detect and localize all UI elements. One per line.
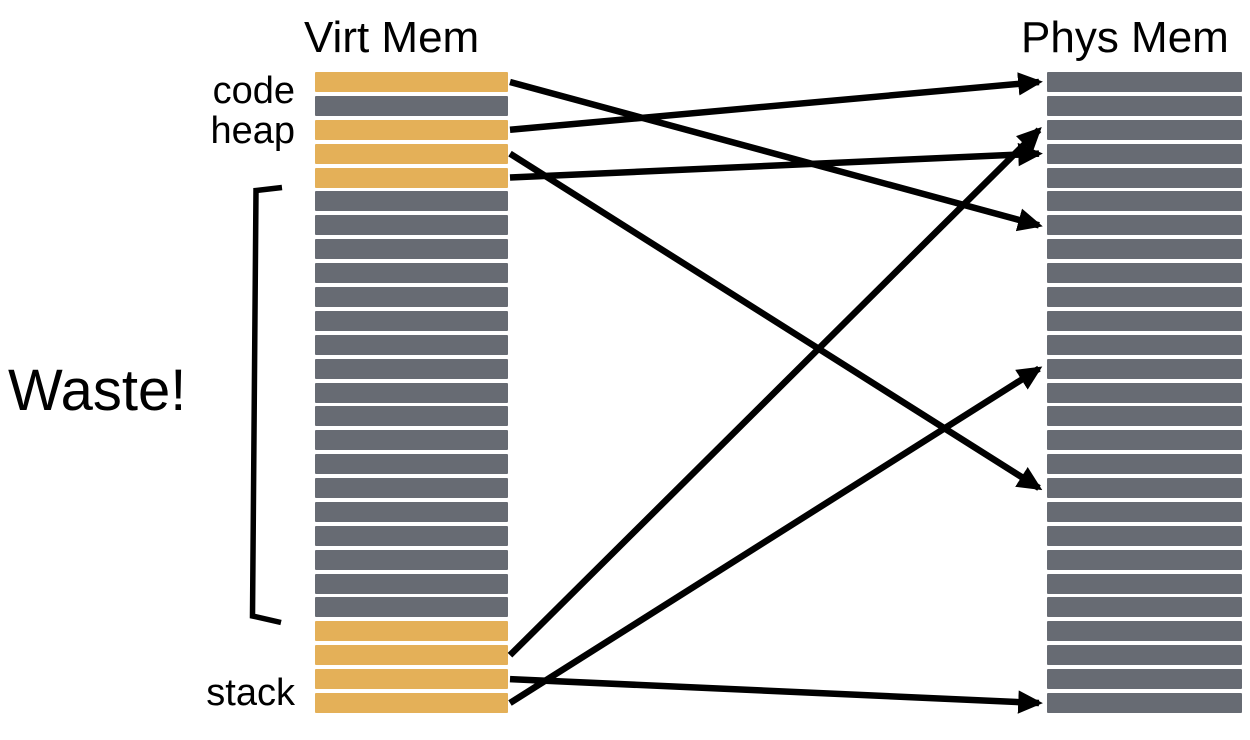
virt-page-3 (315, 143, 508, 164)
mapping-arrow-virt2-phys0 (509, 72, 1043, 134)
phys-page-24 (1047, 645, 1242, 666)
phys-page-0 (1047, 72, 1242, 92)
virt-page-12 (315, 358, 508, 379)
mapping-arrow-virt0-phys6 (509, 78, 1043, 232)
phys-mem-column (1047, 0, 1242, 740)
virt-page-22 (315, 597, 508, 618)
mapping-arrow-virt4-phys3 (509, 142, 1043, 181)
waste-bracket (249, 184, 283, 626)
waste-label: Waste! (8, 358, 187, 423)
phys-page-21 (1047, 573, 1242, 594)
virt-page-7 (315, 239, 508, 260)
virt-page-14 (315, 406, 508, 427)
heap-region-label: heap (210, 110, 295, 152)
phys-page-8 (1047, 263, 1242, 284)
virt-page-24 (315, 645, 508, 666)
virt-page-23 (315, 621, 508, 642)
phys-page-1 (1047, 95, 1242, 116)
phys-page-4 (1047, 167, 1242, 188)
virt-page-4 (315, 167, 508, 188)
stack-region-label: stack (206, 672, 295, 714)
phys-page-5 (1047, 191, 1242, 212)
phys-page-12 (1047, 358, 1242, 379)
virt-page-5 (315, 191, 508, 212)
phys-page-11 (1047, 334, 1242, 355)
phys-page-22 (1047, 597, 1242, 618)
phys-page-20 (1047, 549, 1242, 570)
virt-mem-column (315, 0, 508, 740)
phys-page-10 (1047, 310, 1242, 331)
virt-page-1 (315, 95, 508, 116)
virt-page-25 (315, 669, 508, 690)
virt-page-6 (315, 215, 508, 236)
phys-page-23 (1047, 621, 1242, 642)
virt-page-15 (315, 430, 508, 451)
phys-page-2 (1047, 119, 1242, 140)
virt-page-17 (315, 478, 508, 499)
mapping-arrow-virt25-phys26 (509, 675, 1043, 714)
virt-page-13 (315, 382, 508, 403)
virt-page-18 (315, 501, 508, 522)
virt-page-9 (315, 286, 508, 307)
phys-page-25 (1047, 669, 1242, 690)
mapping-arrow-virt24-phys2 (507, 127, 1042, 658)
phys-page-26 (1047, 693, 1242, 713)
phys-page-6 (1047, 215, 1242, 236)
phys-mem-title: Phys Mem (1021, 13, 1229, 62)
virt-page-2 (315, 119, 508, 140)
virt-mem-title: Virt Mem (304, 13, 480, 62)
virt-page-20 (315, 549, 508, 570)
virt-page-0 (315, 72, 508, 92)
phys-page-17 (1047, 478, 1242, 499)
virt-page-10 (315, 310, 508, 331)
virt-page-11 (315, 334, 508, 355)
phys-page-19 (1047, 525, 1242, 546)
phys-page-13 (1047, 382, 1242, 403)
virt-page-21 (315, 573, 508, 594)
phys-page-14 (1047, 406, 1242, 427)
phys-page-7 (1047, 239, 1242, 260)
phys-page-16 (1047, 454, 1242, 475)
virt-page-8 (315, 263, 508, 284)
mapping-arrow-virt26-phys12 (508, 365, 1043, 706)
code-region-label: code (212, 70, 295, 112)
virt-page-19 (315, 525, 508, 546)
phys-page-18 (1047, 501, 1242, 522)
phys-page-9 (1047, 286, 1242, 307)
phys-page-3 (1047, 143, 1242, 164)
mapping-arrow-virt3-phys17 (508, 150, 1043, 491)
virt-page-26 (315, 693, 508, 713)
virt-page-16 (315, 454, 508, 475)
phys-page-15 (1047, 430, 1242, 451)
